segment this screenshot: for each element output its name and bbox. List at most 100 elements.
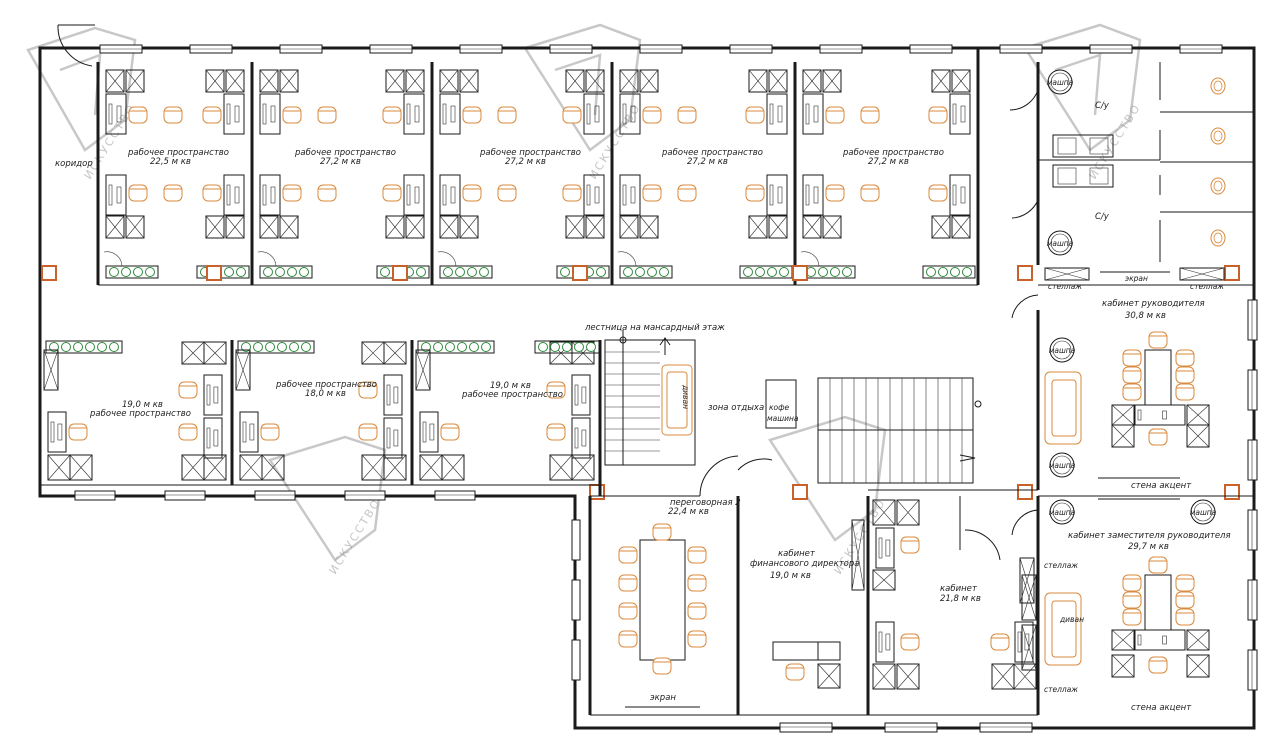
desk [223, 93, 245, 135]
storage-cabinet [1111, 654, 1135, 678]
storage-cabinet [571, 454, 595, 481]
planter [196, 265, 250, 279]
round-fixture-label: машпа [1049, 461, 1076, 470]
bottom-windows [74, 490, 1033, 733]
desk [949, 93, 971, 135]
window [729, 44, 773, 54]
storage-cabinet [991, 663, 1015, 690]
toilet [1210, 127, 1226, 145]
storage-cabinet [748, 69, 768, 93]
storage-cabinet [203, 454, 227, 481]
window [909, 44, 953, 54]
desk [766, 93, 788, 135]
desk [619, 174, 641, 216]
storage-cabinet [459, 69, 479, 93]
planter [739, 265, 793, 279]
desk [105, 174, 127, 216]
window [1247, 299, 1258, 341]
stairs-attic-label: лестница на мансардный этаж [584, 323, 725, 333]
storage-column [415, 349, 431, 391]
storage-cabinet [1021, 624, 1037, 671]
rest-zone-divan: диван [681, 384, 690, 409]
planter [534, 340, 600, 354]
toilet [1210, 229, 1226, 247]
storage-cabinet [931, 215, 951, 239]
window [549, 44, 593, 54]
chair [990, 633, 1010, 651]
window [434, 490, 476, 501]
desk [571, 374, 591, 416]
coffee-label-1: кофе [769, 403, 790, 412]
desk [1014, 621, 1034, 663]
chair [1122, 383, 1142, 401]
ws4-area: 27,2 м кв [687, 157, 728, 167]
ws6-name: рабочее пространство [89, 409, 191, 419]
lower-left-partitions [40, 340, 602, 496]
storage-cabinet [261, 454, 285, 481]
chair [562, 106, 582, 124]
columns [41, 265, 1240, 500]
desk [419, 411, 439, 453]
findir-desk [772, 641, 841, 689]
round-fixture: машпа [1190, 499, 1217, 525]
desk [802, 93, 824, 135]
storage-cabinet [565, 69, 585, 93]
storage-cabinet [639, 215, 659, 239]
toilet [1210, 177, 1226, 195]
storage-cabinet [951, 69, 971, 93]
ws2-area: 27,2 м кв [320, 157, 361, 167]
chair [462, 106, 482, 124]
storage-cabinet [585, 215, 605, 239]
ws3-area: 27,2 м кв [505, 157, 546, 167]
ws5-name: рабочее пространство [842, 148, 944, 158]
chair [128, 106, 148, 124]
ws4-name: рабочее пространство [661, 148, 763, 158]
chair [178, 381, 198, 399]
ws6-area: 19,0 м кв [122, 400, 163, 410]
desk [439, 174, 461, 216]
chair [562, 184, 582, 202]
storage-cabinet [279, 215, 299, 239]
ws8-name: рабочее пространство [461, 390, 563, 400]
wc-top-label: С/у [1095, 101, 1110, 111]
chair [1175, 574, 1195, 592]
storage-cabinet [1186, 424, 1210, 448]
chair [462, 184, 482, 202]
storage-cabinet [896, 663, 920, 690]
storage-cabinet [385, 69, 405, 93]
chair [642, 184, 662, 202]
chair [1175, 349, 1195, 367]
window [99, 44, 143, 54]
chair [928, 106, 948, 124]
desk [619, 93, 641, 135]
door-arc [800, 251, 820, 267]
window [1089, 44, 1133, 54]
window [571, 639, 581, 681]
chair [317, 184, 337, 202]
deputy-conference-table [1144, 574, 1172, 631]
chair [1175, 366, 1195, 384]
storage-cabinet [1111, 424, 1135, 448]
chair [1175, 383, 1195, 401]
ws7-area: 18,0 м кв [305, 389, 346, 399]
storage-cabinet [896, 499, 920, 526]
chair [928, 184, 948, 202]
chair [1148, 556, 1168, 574]
storage-cabinet [47, 454, 71, 481]
chair [128, 184, 148, 202]
desk [403, 174, 425, 216]
ws3-name: рабочее пространство [479, 148, 581, 158]
chair [546, 423, 566, 441]
chair [282, 106, 302, 124]
storage-cabinet [872, 663, 896, 690]
deputy-sofa [1044, 592, 1082, 666]
chair [1122, 574, 1142, 592]
top-partitions [96, 48, 980, 286]
storage-cabinet [279, 69, 299, 93]
storage-cabinet [748, 215, 768, 239]
findir-line2: финансового директора [750, 559, 859, 569]
storage-cabinet [181, 341, 205, 365]
cabinet-name: кабинет [940, 584, 978, 594]
toilet [1210, 77, 1226, 95]
window [1247, 439, 1258, 481]
